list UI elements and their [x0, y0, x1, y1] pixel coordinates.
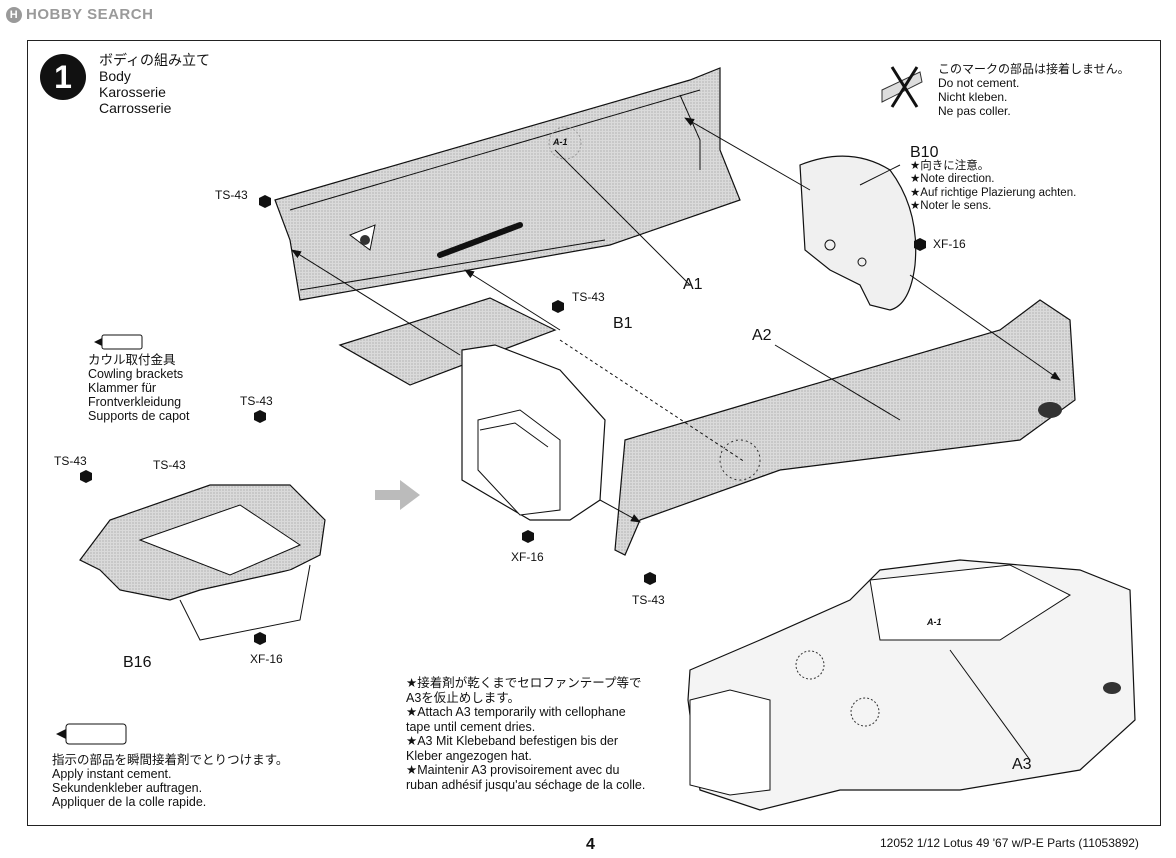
page-number: 4 [586, 836, 595, 853]
watermark: H HOBBY SEARCH [6, 6, 153, 23]
part-a1-shell [274, 67, 741, 301]
b10-note-de: ★Auf richtige Plazierung achten. [910, 186, 1077, 199]
paint-label-ts43: TS-43 [240, 394, 273, 408]
paint-drop-icon [80, 195, 926, 645]
instant-en: Apply instant cement. [52, 767, 172, 781]
part-b1-panel [338, 297, 557, 386]
part-a2-panel [614, 299, 1076, 556]
part-b10-bulkhead [799, 155, 917, 311]
do-not-cement-icon [881, 66, 923, 108]
attach-de1: ★A3 Mit Klebeband befestigen bis der [406, 734, 619, 748]
footer-kit-info: 12052 1/12 Lotus 49 '67 w/P-E Parts (110… [880, 836, 1139, 850]
instant-cement-note: 指示の部品を瞬間接着剤でとりつけます。 Apply instant cement… [52, 753, 288, 809]
paint-label-ts43: TS-43 [54, 454, 87, 468]
part-label-a1: A1 [683, 276, 703, 293]
paint-label-ts43: TS-43 [153, 458, 186, 472]
attach-jp1: ★接着剤が乾くまでセロファンテープ等で [406, 676, 642, 690]
part-label-b16: B16 [123, 654, 152, 671]
watermark-text: HOBBY SEARCH [26, 6, 154, 23]
part-b16-base [79, 484, 326, 641]
attach-en2: tape until cement dries. [406, 719, 536, 734]
part-mark-a1: A-1 [927, 617, 942, 627]
b10-note-jp: ★向きに注意。 [910, 159, 990, 172]
part-mark-a1: A-1 [553, 137, 568, 147]
step-title-de: Karosserie [99, 84, 166, 100]
do-not-cement-jp: このマークの部品は接着しません。 [938, 62, 1130, 76]
cowling-fr: Supports de capot [88, 409, 190, 423]
part-label-a3: A3 [1012, 756, 1032, 773]
paint-label-xf16: XF-16 [933, 237, 966, 251]
assembly-arrows [291, 117, 1061, 761]
step-title-en: Body [99, 68, 131, 84]
watermark-logo-icon: H [6, 6, 22, 23]
attach-de2: Kleber angezogen hat. [406, 748, 532, 763]
step-number: 1 [40, 54, 86, 100]
do-not-cement-en: Do not cement. [938, 76, 1020, 90]
do-not-cement-de: Nicht kleben. [938, 90, 1008, 104]
attach-jp2: A3を仮止めします。 [406, 690, 521, 705]
paint-label-ts43: TS-43 [215, 188, 248, 202]
b10-label: B10 [910, 144, 939, 161]
part-a3-assembled-body [687, 559, 1136, 811]
assembly-arrow-icon [375, 480, 420, 510]
attach-en1: ★Attach A3 temporarily with cellophane [406, 705, 626, 719]
step-title-jp: ボディの組み立て [99, 52, 211, 68]
b10-note: B10 ★向きに注意。 ★Note direction. ★Auf richti… [910, 144, 1077, 214]
page-frame [27, 40, 1161, 826]
part-front-box [461, 344, 606, 521]
part-label-b1: B1 [613, 315, 633, 332]
attach-fr1: ★Maintenir A3 provisoirement avec du [406, 763, 620, 777]
paint-label-xf16: XF-16 [250, 652, 283, 666]
cowling-en: Cowling brackets [88, 367, 184, 381]
instant-de: Sekundenkleber auftragen. [52, 781, 203, 795]
paint-label-xf16: XF-16 [511, 550, 544, 564]
part-label-a2: A2 [752, 327, 772, 344]
attach-fr2: ruban adhésif jusqu'au séchage de la col… [406, 777, 646, 792]
cement-tube-icon [56, 723, 127, 745]
cowling-de2: Frontverkleidung [88, 395, 182, 409]
cowling-brackets-note: カウル取付金具 Cowling brackets Klammer für Fro… [88, 353, 189, 423]
do-not-cement-fr: Ne pas coller. [938, 104, 1011, 118]
cowling-de: Klammer für [88, 381, 157, 395]
step-title: ボディの組み立て Body Karosserie Carrosserie [99, 52, 210, 116]
instant-fr: Appliquer de la colle rapide. [52, 795, 207, 809]
attach-a3-note: ★接着剤が乾くまでセロファンテープ等で A3を仮止めします。 ★Attach A… [406, 676, 645, 792]
paint-label-ts43: TS-43 [572, 290, 605, 304]
step-title-fr: Carrosserie [99, 100, 172, 116]
b10-note-en: ★Note direction. [910, 173, 995, 185]
b10-note-fr: ★Noter le sens. [910, 200, 992, 212]
cowling-jp: カウル取付金具 [88, 353, 176, 367]
do-not-cement-note: このマークの部品は接着しません。 Do not cement. Nicht kl… [938, 62, 1130, 118]
instant-jp: 指示の部品を瞬間接着剤でとりつけます。 [52, 753, 289, 767]
cement-tube-icon [94, 334, 143, 350]
paint-label-ts43: TS-43 [632, 593, 665, 607]
